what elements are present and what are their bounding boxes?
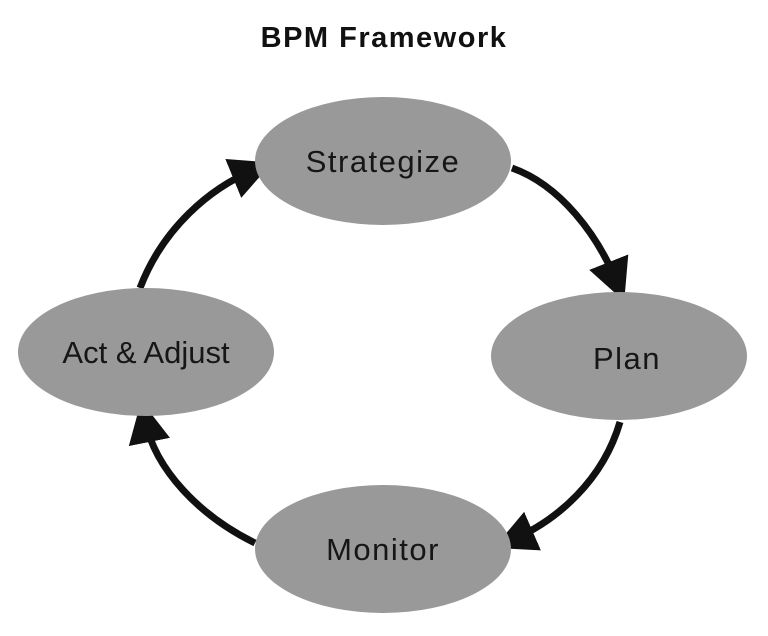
arrow-strategize-to-plan — [510, 164, 629, 302]
node-monitor-label: Monitor — [326, 532, 440, 567]
arrow-act-adjust-to-strategize — [136, 159, 273, 290]
node-plan: Plan — [491, 292, 747, 420]
arrow-plan-to-monitor — [494, 421, 624, 551]
node-plan-label: Plan — [593, 341, 661, 376]
node-strategize-label: Strategize — [306, 144, 461, 179]
arrow-monitor-to-act-adjust — [128, 400, 257, 547]
page-title: BPM Framework — [260, 22, 508, 54]
node-act-adjust-label: Act & Adjust — [62, 335, 230, 370]
node-monitor: Monitor — [255, 485, 511, 613]
node-strategize: Strategize — [255, 97, 511, 225]
node-act-adjust: Act & Adjust — [18, 288, 274, 416]
